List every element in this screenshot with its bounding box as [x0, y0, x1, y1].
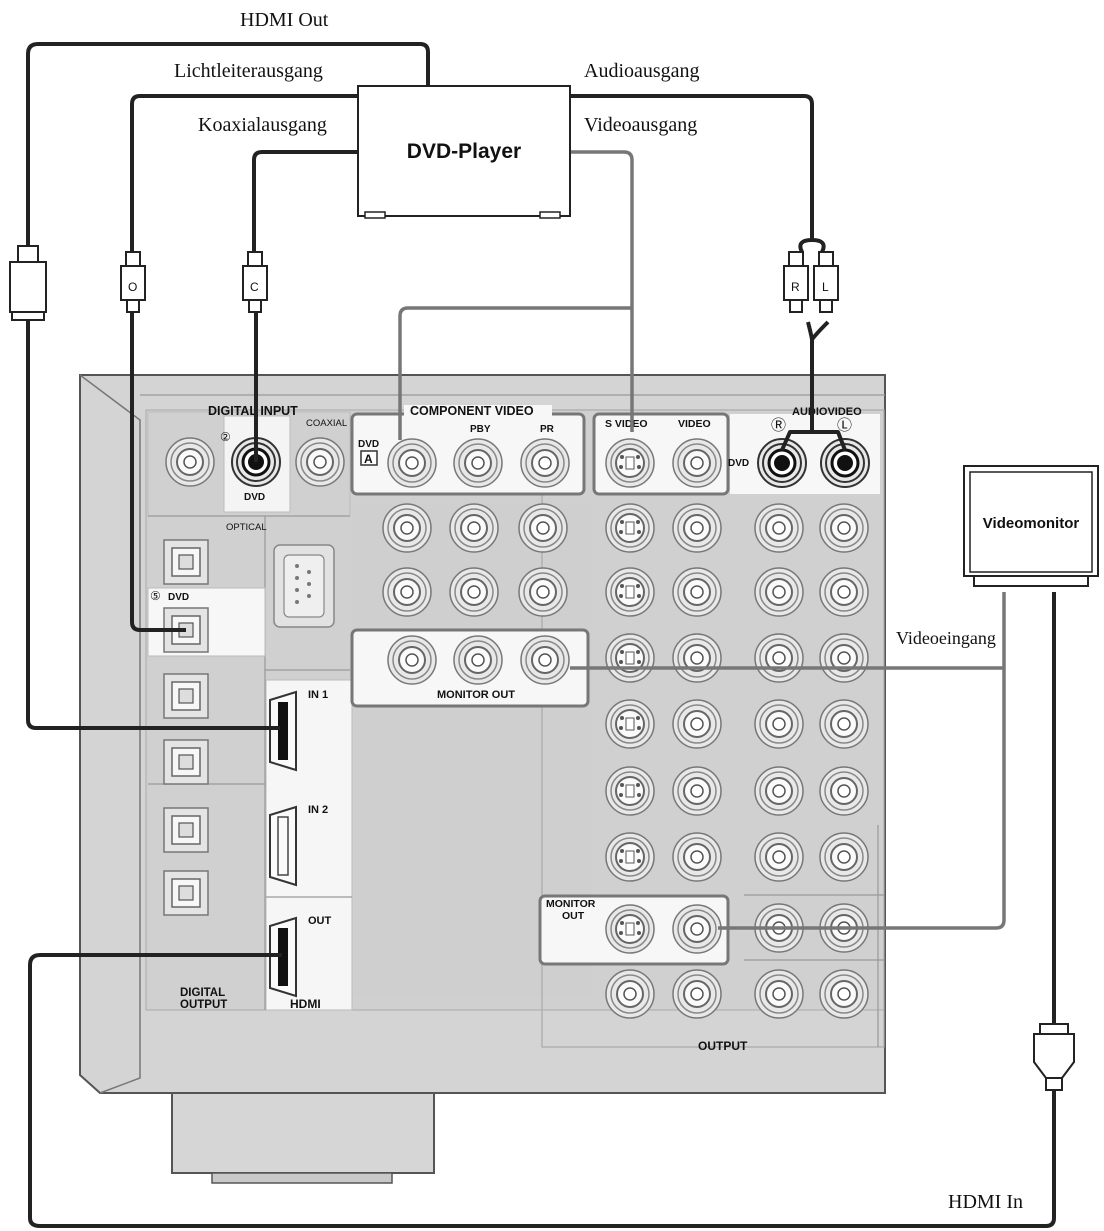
- coaxial-jack-1[interactable]: [165, 437, 215, 487]
- cable-video: [570, 150, 634, 432]
- cable-hdmi-in: [28, 953, 1056, 1228]
- label-output: OUTPUT: [180, 999, 227, 1011]
- hdmi-in2-port[interactable]: [269, 805, 297, 887]
- optical-jack-4[interactable]: [163, 739, 209, 785]
- audio-input: AUDIOVIDEO Ⓡ Ⓛ DVD: [728, 406, 880, 494]
- svideo-monitor-out-jack[interactable]: [605, 904, 655, 954]
- optical-plug: O: [120, 251, 146, 313]
- component-jack-pby[interactable]: [453, 438, 503, 488]
- label-monitor: MONITOR: [546, 898, 596, 910]
- label-circle-2: ②: [220, 430, 231, 444]
- cable-hdmi-out: [26, 42, 430, 258]
- video-jack-dvd[interactable]: [672, 438, 722, 488]
- label-optical-out-caption: Lichtleiterausgang: [174, 60, 323, 82]
- label-hdmi-out-caption: HDMI Out: [240, 9, 329, 31]
- label-circle-l: Ⓛ: [837, 417, 852, 434]
- video-monitor-out: MONITOR OUT: [538, 894, 730, 966]
- hdmi-in1-port[interactable]: [269, 690, 297, 772]
- monitor-out-jack-pb[interactable]: [453, 635, 503, 685]
- label-hdmi-in-caption: HDMI In: [948, 1191, 1023, 1213]
- video-monitor: Videomonitor: [963, 465, 1099, 587]
- audio-plug-l: L: [813, 251, 839, 313]
- label-av-dvd: DVD: [728, 458, 749, 469]
- video-monitor-out-jack[interactable]: [672, 904, 722, 954]
- label-hdmi-in1: IN 1: [308, 689, 328, 701]
- optical-jack-1[interactable]: [163, 539, 209, 585]
- label-component-video: COMPONENT VIDEO: [410, 404, 534, 418]
- label-component-a: A: [364, 452, 373, 466]
- label-audiovideo: AUDIOVIDEO: [792, 406, 862, 418]
- label-digital-input: DIGITAL INPUT: [208, 404, 298, 418]
- label-optical: OPTICAL: [226, 522, 267, 533]
- cable-monitor-video: [718, 592, 1006, 930]
- dvd-player: DVD-Player: [357, 85, 571, 219]
- cable-coaxial: [252, 150, 358, 258]
- component-video-input: COMPONENT VIDEO DVD A PBY PR: [350, 404, 586, 496]
- monitor-out-jack-y[interactable]: [387, 635, 437, 685]
- video-monitor-label: Videomonitor: [983, 515, 1080, 532]
- label-video: VIDEO: [678, 418, 711, 430]
- optical-jack-out-1[interactable]: [163, 807, 209, 853]
- dvd-player-label: DVD-Player: [407, 140, 521, 163]
- label-circle-5: ⑤: [150, 589, 161, 603]
- label-pr: PR: [540, 424, 555, 435]
- label-hdmi-out: OUT: [308, 915, 332, 927]
- serial-port: [273, 544, 335, 628]
- monitor-out-jack-pr[interactable]: [520, 635, 570, 685]
- cables: [26, 42, 1056, 1228]
- svideo-video-input: S VIDEO VIDEO: [592, 412, 730, 496]
- component-jack-y[interactable]: [387, 438, 437, 488]
- label-component-dvd: DVD: [358, 439, 379, 450]
- plug-label-r: R: [791, 280, 800, 294]
- label-optical-dvd: DVD: [168, 592, 189, 603]
- label-video-out-caption: Videoausgang: [584, 114, 697, 136]
- label-coaxial: COAXIAL: [306, 418, 347, 429]
- label-circle-r: Ⓡ: [771, 417, 786, 434]
- plug-label-l: L: [822, 280, 829, 294]
- component-monitor-out: MONITOR OUT: [350, 628, 590, 708]
- digital-input-section: DIGITAL INPUT COAXIAL ② DVD OPTICAL ⑤ DV…: [147, 404, 353, 1011]
- label-digital: DIGITAL: [180, 987, 225, 999]
- cable-optical: [130, 94, 358, 258]
- plug-label-optical: O: [128, 280, 137, 294]
- cable-audio: [570, 94, 814, 240]
- hdmi-plug-left: [9, 245, 47, 321]
- label-audio-out-caption: Audioausgang: [584, 60, 700, 82]
- label-monitor-out: MONITOR OUT: [437, 689, 515, 701]
- label-monitor-out-short: OUT: [562, 910, 585, 922]
- component-jack-pr[interactable]: [520, 438, 570, 488]
- jack-grid: OUTPUT: [382, 503, 884, 1053]
- label-coax-dvd: DVD: [244, 492, 265, 503]
- hdmi-plug-right: [1033, 1023, 1075, 1091]
- optical-jack-3[interactable]: [163, 673, 209, 719]
- label-output-section: OUTPUT: [698, 1039, 748, 1053]
- label-video-in-caption: Videoeingang: [896, 628, 996, 648]
- coaxial-plug: C: [242, 251, 268, 313]
- svideo-jack-dvd[interactable]: [605, 438, 655, 488]
- optical-jack-out-2[interactable]: [163, 870, 209, 916]
- label-hdmi: HDMI: [290, 997, 321, 1011]
- label-hdmi-in2: IN 2: [308, 804, 328, 816]
- coaxial-jack-3[interactable]: [295, 437, 345, 487]
- label-pby: PBY: [470, 424, 491, 435]
- hdmi-out-port[interactable]: [269, 916, 297, 998]
- plug-label-coaxial: C: [250, 280, 259, 294]
- audio-plug-r: R: [783, 251, 809, 313]
- label-coaxial-out-caption: Koaxialausgang: [198, 114, 327, 136]
- label-svideo: S VIDEO: [605, 418, 648, 430]
